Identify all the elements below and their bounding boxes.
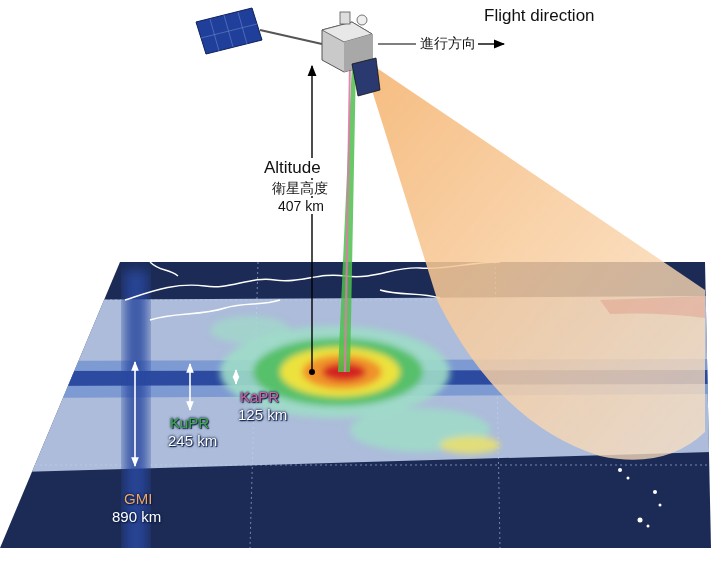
altitude-arrow [311, 66, 312, 372]
altitude-label: Altitude [262, 158, 323, 178]
swath-width: 125 km [238, 406, 287, 423]
nadir-dot [309, 369, 315, 375]
kupr-width-arrow [189, 364, 191, 410]
gmi-scan-cone [362, 58, 705, 460]
gmi-scan-arc [600, 296, 705, 318]
swath-width: 890 km [112, 508, 161, 525]
flight-leader [378, 43, 416, 44]
altitude-value: 407 km [276, 198, 326, 214]
instrument-name: KaPR [240, 388, 279, 405]
typhoon-rain [210, 316, 500, 454]
flight-label-ja: 進行方向 [418, 35, 478, 51]
kapr-width-arrow [235, 370, 236, 384]
instrument-name: KuPR [170, 414, 209, 431]
instrument-name: GMI [124, 490, 152, 507]
gmi-width-arrow [134, 362, 136, 466]
kupr-beam [338, 62, 356, 372]
kapr-beam [344, 62, 351, 372]
flight-label: Flight direction [482, 6, 597, 26]
swath-width: 245 km [168, 432, 217, 449]
altitude-label-ja: 衛星高度 [270, 180, 330, 196]
islands [618, 468, 662, 528]
satellite [196, 8, 380, 96]
